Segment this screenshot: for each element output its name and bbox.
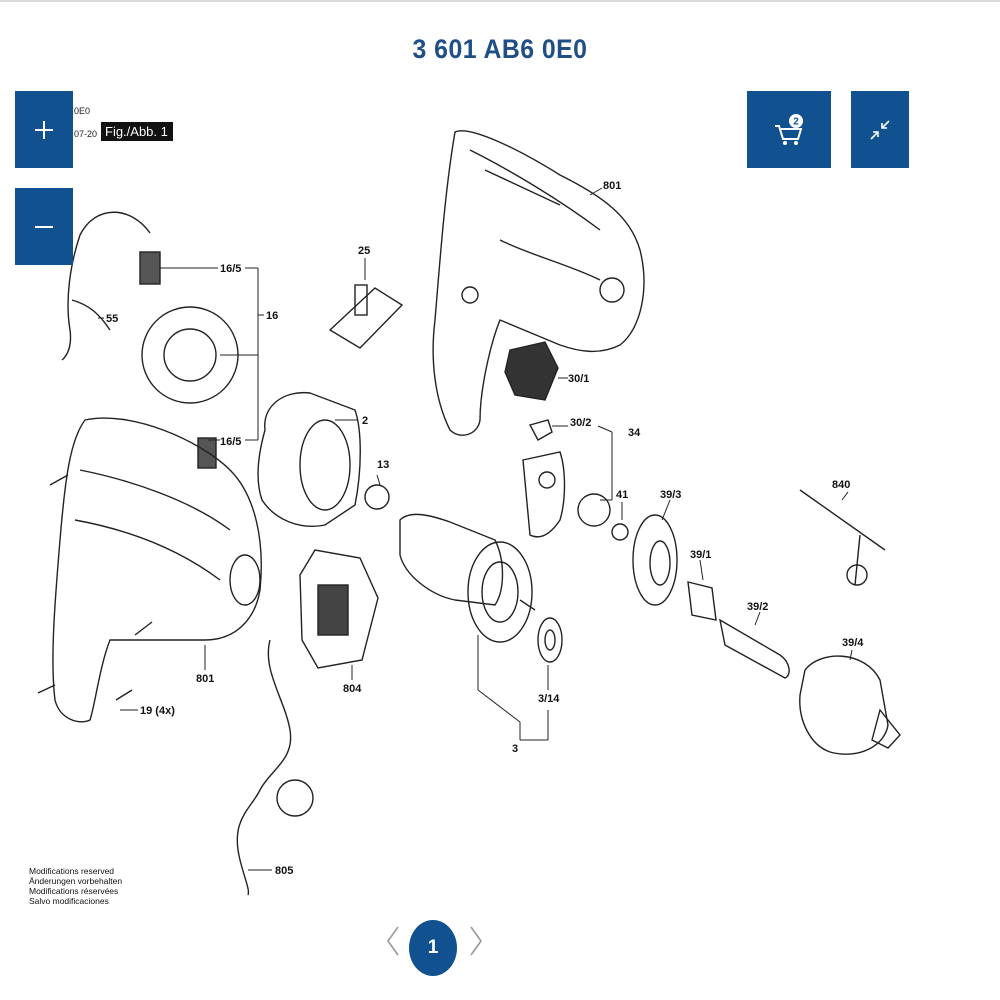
housing-801-right bbox=[432, 130, 645, 436]
next-page-button[interactable] bbox=[468, 924, 484, 969]
chevron-left-icon bbox=[387, 926, 399, 956]
collapse-arrows-icon bbox=[870, 119, 890, 140]
prev-page-button[interactable] bbox=[385, 924, 401, 969]
cart-icon: 2 bbox=[775, 113, 803, 145]
part-label-30-2: 30/2 bbox=[570, 417, 591, 429]
part-label-55: 55 bbox=[106, 313, 118, 325]
part-label-30-1: 30/1 bbox=[568, 373, 589, 385]
header-code: 0E0 bbox=[74, 106, 91, 116]
part-label-3: 3 bbox=[512, 743, 518, 755]
header-date: 07-20 bbox=[74, 129, 98, 139]
part-label-41: 41 bbox=[616, 489, 628, 501]
cart-count-badge: 2 bbox=[793, 116, 799, 127]
current-page-indicator[interactable]: 1 bbox=[409, 920, 457, 976]
part-label-801-top: 801 bbox=[603, 180, 621, 192]
top-divider bbox=[0, 0, 1000, 2]
minus-icon bbox=[35, 225, 53, 228]
part-label-16: 16 bbox=[266, 310, 278, 322]
part-label-19: 19 (4x) bbox=[140, 705, 175, 717]
part-label-39-4: 39/4 bbox=[842, 637, 864, 649]
part-label-3-14: 3/14 bbox=[538, 693, 560, 705]
chevron-right-icon bbox=[470, 926, 482, 956]
housing-801-left bbox=[52, 417, 262, 723]
part-label-805: 805 bbox=[275, 865, 293, 877]
part-label-39-1: 39/1 bbox=[690, 549, 711, 561]
part-label-39-2: 39/2 bbox=[747, 601, 768, 613]
part-label-2: 2 bbox=[362, 415, 368, 427]
plus-icon bbox=[35, 120, 53, 139]
page-title: 3 601 AB6 0E0 bbox=[412, 34, 588, 64]
part-label-16-5-bottom: 16/5 bbox=[220, 436, 241, 448]
zoom-in-button[interactable] bbox=[15, 91, 73, 168]
modifications-note: Modifications reserved Änderungen vorbeh… bbox=[29, 866, 123, 906]
part-label-34: 34 bbox=[628, 427, 641, 439]
part-label-13: 13 bbox=[377, 459, 389, 471]
collapse-button[interactable] bbox=[851, 91, 909, 168]
cart-button[interactable]: 2 bbox=[747, 91, 831, 168]
figure-label: Fig./Abb. 1 bbox=[101, 122, 173, 141]
part-label-25: 25 bbox=[358, 245, 370, 257]
part-label-804: 804 bbox=[343, 683, 362, 695]
part-label-840: 840 bbox=[832, 479, 850, 491]
part-label-801-left: 801 bbox=[196, 673, 214, 685]
part-label-39-3: 39/3 bbox=[660, 489, 681, 501]
part-label-16-5-top: 16/5 bbox=[220, 263, 241, 275]
zoom-out-button[interactable] bbox=[15, 188, 73, 265]
